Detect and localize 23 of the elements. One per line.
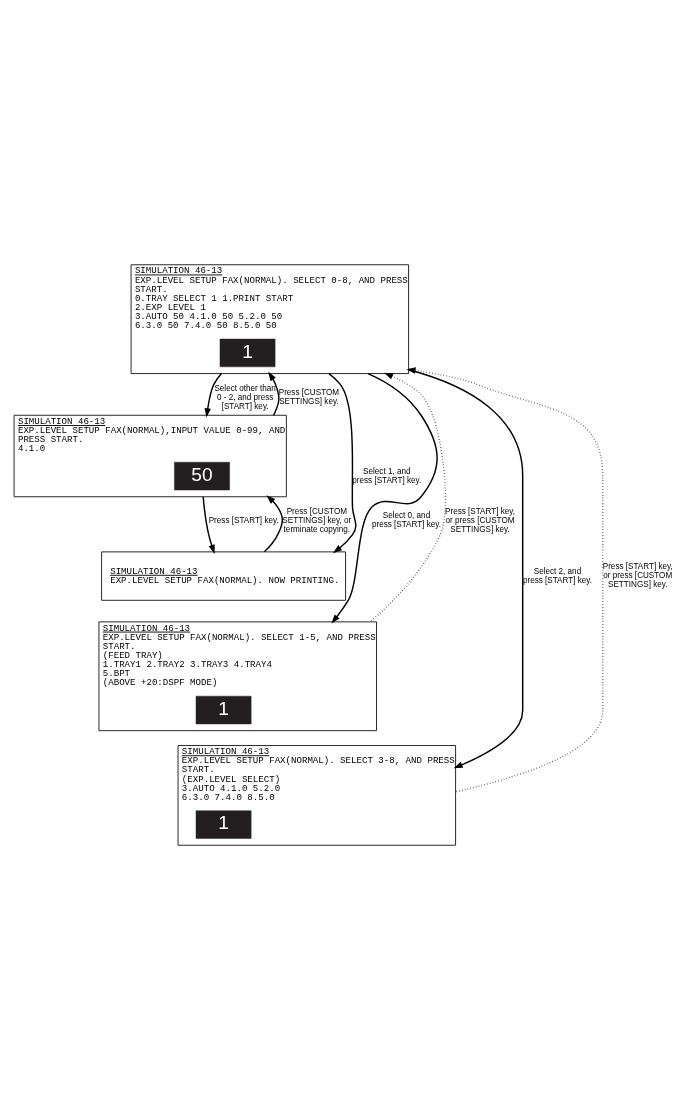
edge-label: Press [START] key, or press [CUSTOM SETTINGS] key. <box>602 561 673 590</box>
arrow <box>406 367 604 793</box>
arrow <box>328 372 357 554</box>
edge-label: Select 0, and press [START] key. <box>371 511 441 530</box>
edge-label: Select 1, and press [START] key. <box>352 466 422 485</box>
arrow <box>268 371 280 416</box>
arrow <box>369 372 447 623</box>
node-box: SIMULATION 46-13 EXP.LEVEL SETUP FAX(NORMAL). NOW PRINTING. <box>101 551 347 601</box>
node-box: 1 <box>195 695 252 725</box>
arrow <box>202 496 215 554</box>
arrow <box>407 369 524 769</box>
node-box: 1 <box>195 810 252 839</box>
node-box: 50 <box>174 462 230 491</box>
arrow <box>263 495 284 553</box>
arrow <box>331 372 438 624</box>
edge-label: Select 2, and press [START] key. <box>522 566 592 585</box>
arrow <box>204 372 223 418</box>
edge-label: Press [CUSTOM SETTINGS] key. <box>278 388 340 407</box>
edge-label: Select other than 0 - 2, and press [START] key. <box>214 383 276 411</box>
edge-label: Press [CUSTOM SETTINGS] key, or terminate copying. <box>282 506 352 535</box>
edge-label: Press [START] key, or press [CUSTOM SETTINGS] key. <box>445 506 516 535</box>
edge-label: Press [START] key. <box>208 515 279 525</box>
node-box: 1 <box>219 338 276 368</box>
